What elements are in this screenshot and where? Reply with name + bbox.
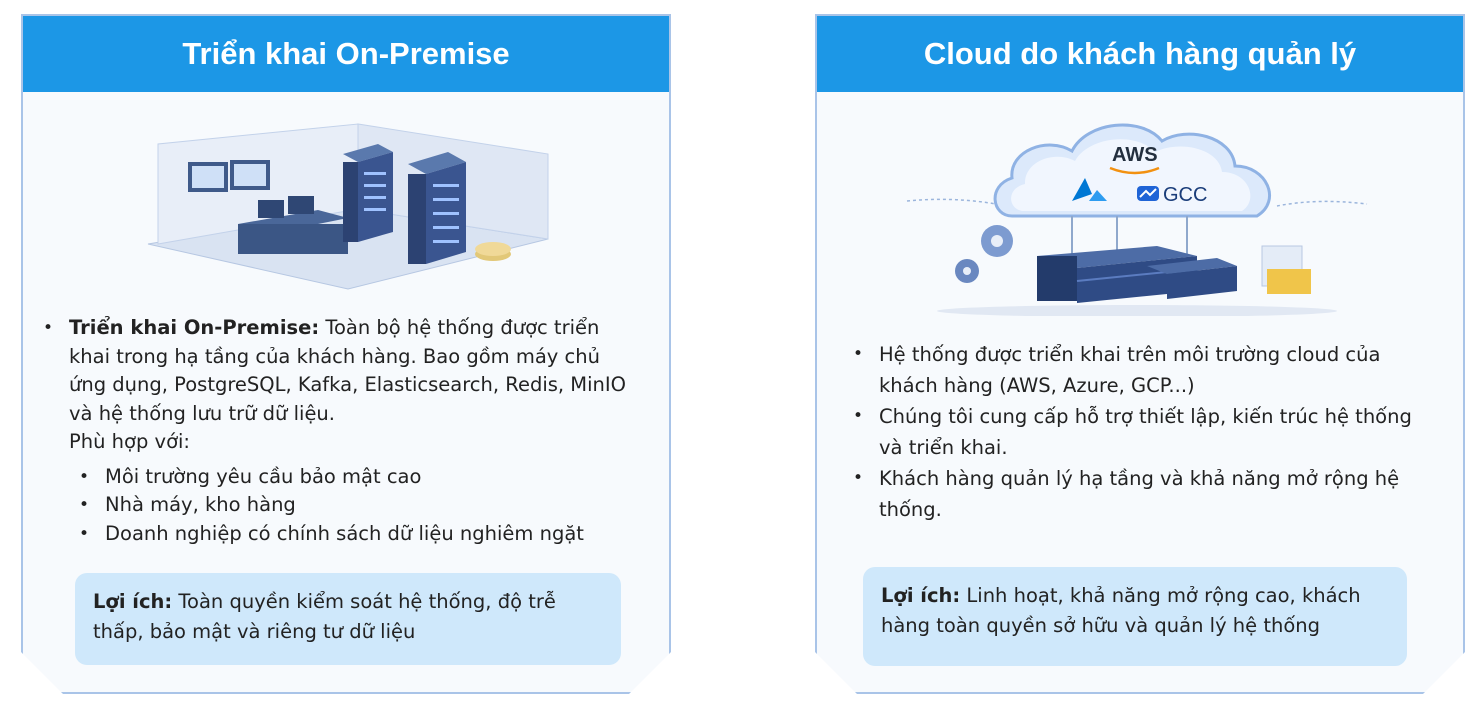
benefit-text: Toàn quyền kiểm soát hệ thống, độ trễ th…: [93, 590, 556, 643]
cloud-card: Cloud do khách hàng quản lý AWS GCC: [815, 14, 1465, 694]
server-room-illustration: [138, 114, 558, 294]
on-premise-benefit-box: Lợi ích: Toàn quyền kiểm soát hệ thống, …: [75, 573, 621, 665]
bullet-lead: Triển khai On-Premise:: [69, 316, 320, 339]
on-premise-bullet-list: Triển khai On-Premise: Toàn bộ hệ thống …: [43, 314, 643, 548]
suitable-label: Phù hợp với:: [69, 430, 190, 453]
benefit-label: Lợi ích:: [93, 590, 173, 613]
list-item: Triển khai On-Premise: Toàn bộ hệ thống …: [43, 314, 643, 548]
svg-text:AWS: AWS: [1112, 144, 1158, 166]
list-item: Doanh nghiệp có chính sách dữ liệu nghiê…: [69, 520, 643, 549]
cloud-illustration: AWS GCC: [897, 106, 1377, 316]
benefit-label: Lợi ích:: [881, 584, 961, 607]
on-premise-title: Triển khai On-Premise: [23, 16, 669, 92]
list-item: Nhà máy, kho hàng: [69, 491, 643, 520]
cloud-benefit-box: Lợi ích: Linh hoạt, khả năng mở rộng cao…: [863, 567, 1407, 666]
benefit-text: Linh hoạt, khả năng mở rộng cao, khách h…: [881, 584, 1361, 637]
cloud-bullet-list: Hệ thống được triển khai trên môi trường…: [853, 339, 1413, 525]
on-premise-card: Triển khai On-Premise: [21, 14, 671, 694]
list-item: Hệ thống được triển khai trên môi trường…: [853, 339, 1413, 401]
bullet-text: Toàn bộ hệ thống được triển khai trong h…: [69, 316, 626, 425]
list-item: Khách hàng quản lý hạ tầng và khả năng m…: [853, 463, 1413, 525]
cloud-title: Cloud do khách hàng quản lý: [817, 16, 1463, 92]
svg-text:GCC: GCC: [1163, 184, 1207, 206]
list-item: Môi trường yêu cầu bảo mật cao: [69, 463, 643, 492]
list-item: Chúng tôi cung cấp hỗ trợ thiết lập, kiế…: [853, 401, 1413, 463]
suitable-list: Môi trường yêu cầu bảo mật cao Nhà máy, …: [69, 463, 643, 549]
